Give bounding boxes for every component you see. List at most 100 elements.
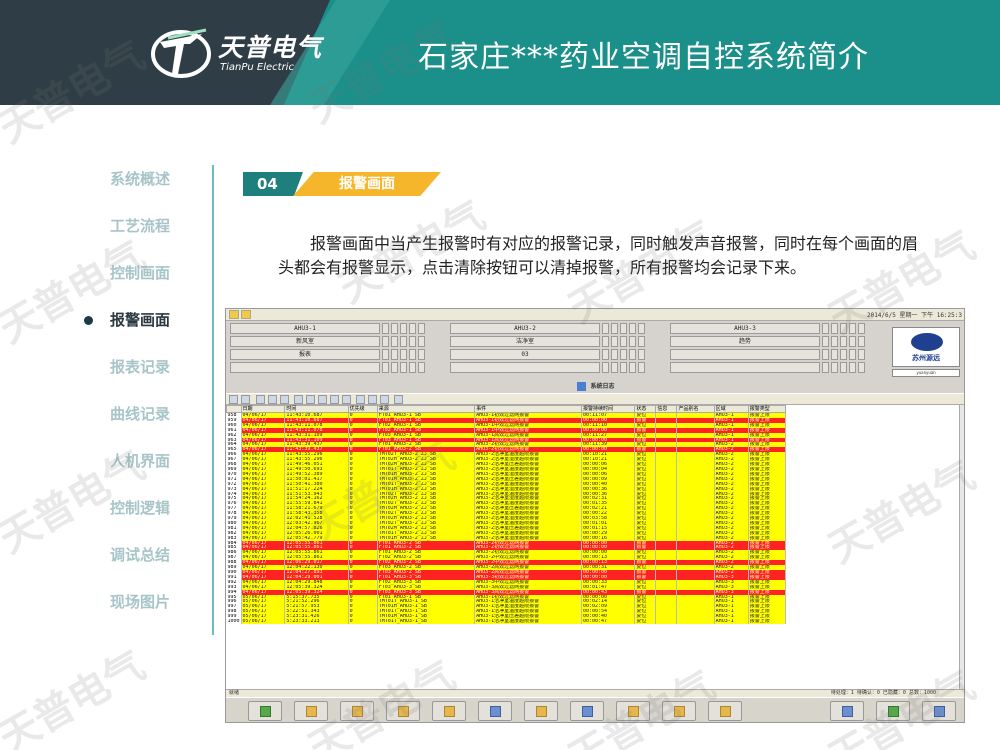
sidebar-item-control-screen[interactable]: 控制画面 xyxy=(109,264,170,282)
folder-button[interactable] xyxy=(294,701,328,721)
toolbar-icon[interactable] xyxy=(342,395,351,404)
unit-button[interactable]: AHU3-3 xyxy=(670,323,820,334)
settings-button[interactable] xyxy=(830,701,864,721)
sidebar-item-report[interactable]: 报表记录 xyxy=(109,358,170,376)
sidebar-item-alarm-screen[interactable]: 报警画面 xyxy=(80,309,190,333)
toolbar-icon[interactable] xyxy=(356,395,365,404)
alarm-clear-button[interactable] xyxy=(662,701,696,721)
unit-button[interactable] xyxy=(230,362,380,373)
unit-button[interactable] xyxy=(450,362,600,373)
col-status[interactable]: 状态 xyxy=(634,405,657,413)
report-button[interactable] xyxy=(570,701,604,721)
toolbar-icon[interactable] xyxy=(380,395,389,404)
sidebar-item-debug-summary[interactable]: 调试总结 xyxy=(109,546,170,564)
sidebar-item-process[interactable]: 工艺流程 xyxy=(109,217,170,235)
col-area[interactable]: 区域 xyxy=(713,405,749,413)
unit-button[interactable]: AHU3-2 xyxy=(450,323,600,334)
sidebar-item-hmi[interactable]: 人机界面 xyxy=(109,452,170,470)
unit-button[interactable] xyxy=(670,362,820,373)
unit-button[interactable]: 03 xyxy=(450,349,600,360)
document-button[interactable] xyxy=(432,701,466,721)
sound-button[interactable] xyxy=(876,701,910,721)
toolbar-icon[interactable] xyxy=(241,395,250,404)
document-button[interactable] xyxy=(616,701,650,721)
unit-button[interactable]: 趋势 xyxy=(670,336,820,347)
unit-button[interactable]: 新风室 xyxy=(230,336,380,347)
tools-button[interactable] xyxy=(524,701,558,721)
toolbar-icon[interactable] xyxy=(229,395,238,404)
toolbar-icon[interactable] xyxy=(368,395,377,404)
folder-button[interactable] xyxy=(708,701,742,721)
sidebar-item-overview[interactable]: 系统概述 xyxy=(109,170,170,188)
col-type[interactable]: 报警类型 xyxy=(747,405,787,413)
unit-button[interactable]: 报表 xyxy=(230,349,380,360)
col-duration[interactable]: 报警持续时间 xyxy=(580,405,636,413)
toolbar-icon[interactable] xyxy=(280,395,289,404)
toolbar-icon[interactable] xyxy=(256,395,265,404)
col-time[interactable]: 时间 xyxy=(284,405,349,413)
sidebar-item-control-logic[interactable]: 控制逻辑 xyxy=(109,499,170,517)
exit-button[interactable] xyxy=(922,701,956,721)
toolbar-icon[interactable] xyxy=(294,395,303,404)
col-priority[interactable]: 优先级 xyxy=(347,405,378,413)
toolbar-icon[interactable] xyxy=(318,395,327,404)
toolbar-icon[interactable] xyxy=(268,395,277,404)
col-alias[interactable]: 产品别名 xyxy=(676,405,715,413)
toolbar-icon[interactable] xyxy=(330,395,339,404)
unit-button[interactable]: 洁净室 xyxy=(450,336,600,347)
vertical-scrollbar[interactable] xyxy=(959,405,964,689)
col-event[interactable]: 事件 xyxy=(474,405,582,413)
col-date[interactable]: 日期 xyxy=(240,405,286,413)
sidebar-item-site-photos[interactable]: 现场图片 xyxy=(109,593,170,611)
monitor-button[interactable] xyxy=(478,701,512,721)
sidebar-item-trend[interactable]: 曲线记录 xyxy=(109,405,170,423)
col-info[interactable]: 信息 xyxy=(655,405,678,413)
toolbar-icon[interactable] xyxy=(306,395,315,404)
unit-button[interactable] xyxy=(670,349,820,360)
folder-button[interactable] xyxy=(340,701,374,721)
toolbar-icon[interactable] xyxy=(394,395,403,404)
